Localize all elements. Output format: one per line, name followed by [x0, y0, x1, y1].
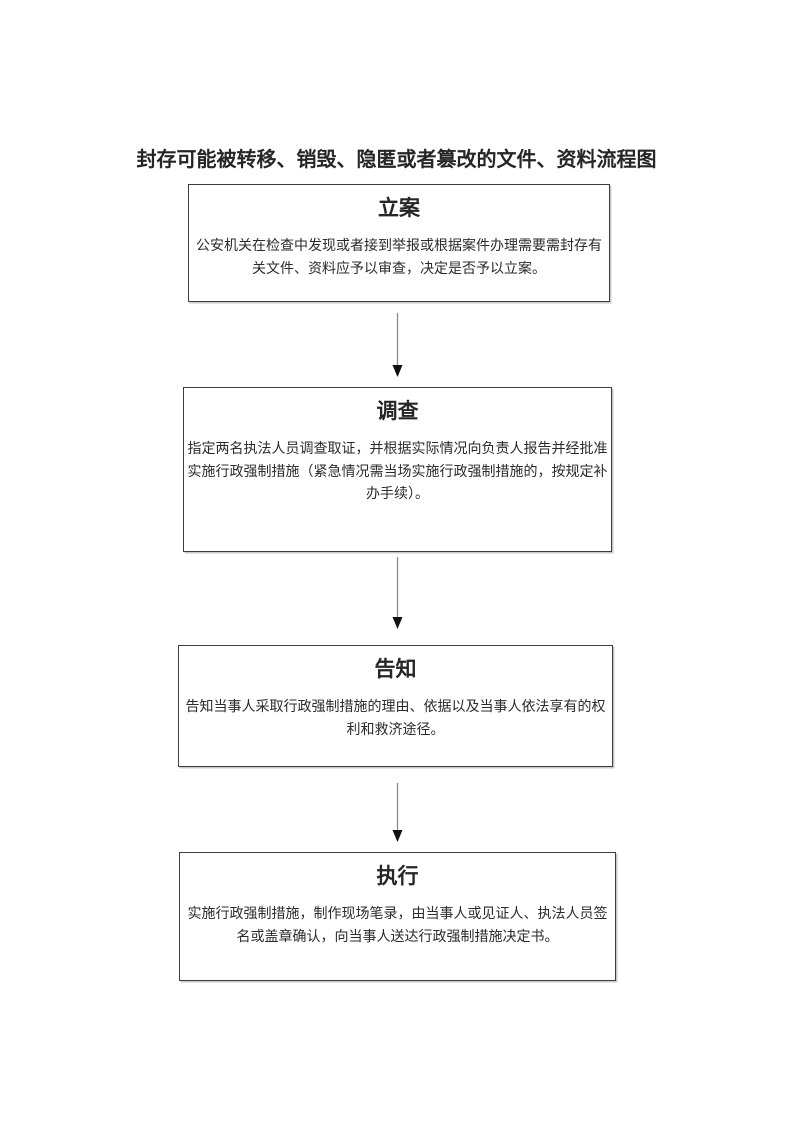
flow-step-box-gaozhi: 告知 告知当事人采取行政强制措施的理由、依据以及当事人依法享有的权利和救济途径。: [178, 645, 613, 767]
arrow-down-icon: [392, 313, 403, 377]
flow-step-box-zhixing: 执行 实施行政强制措施，制作现场笔录，由当事人或见证人、执法人员签名或盖章确认，…: [179, 852, 616, 981]
step-description: 实施行政强制措施，制作现场笔录，由当事人或见证人、执法人员签名或盖章确认，向当事…: [187, 905, 608, 944]
step-description: 告知当事人采取行政强制措施的理由、依据以及当事人依法享有的权利和救济途径。: [185, 698, 606, 737]
step-description: 指定两名执法人员调查取证，并根据实际情况向负责人报告并经批准实施行政强制措施（紧…: [187, 440, 608, 501]
flow-step-box-diaocha: 调查 指定两名执法人员调查取证，并根据实际情况向负责人报告并经批准实施行政强制措…: [183, 387, 612, 552]
step-heading: 调查: [376, 400, 419, 423]
arrow-down-icon: [392, 557, 403, 629]
step-description: 公安机关在检查中发现或者接到举报或根据案件办理需要需封存有关文件、资料应予以审查…: [196, 237, 602, 276]
step-heading: 告知: [374, 658, 417, 681]
step-heading: 执行: [376, 865, 419, 888]
flow-step-box-lian: 立案 公安机关在检查中发现或者接到举报或根据案件办理需要需封存有关文件、资料应予…: [188, 184, 610, 302]
page-title: 封存可能被转移、销毁、隐匿或者篡改的文件、资料流程图: [136, 149, 657, 171]
arrow-down-icon: [392, 783, 403, 842]
step-heading: 立案: [378, 197, 420, 220]
